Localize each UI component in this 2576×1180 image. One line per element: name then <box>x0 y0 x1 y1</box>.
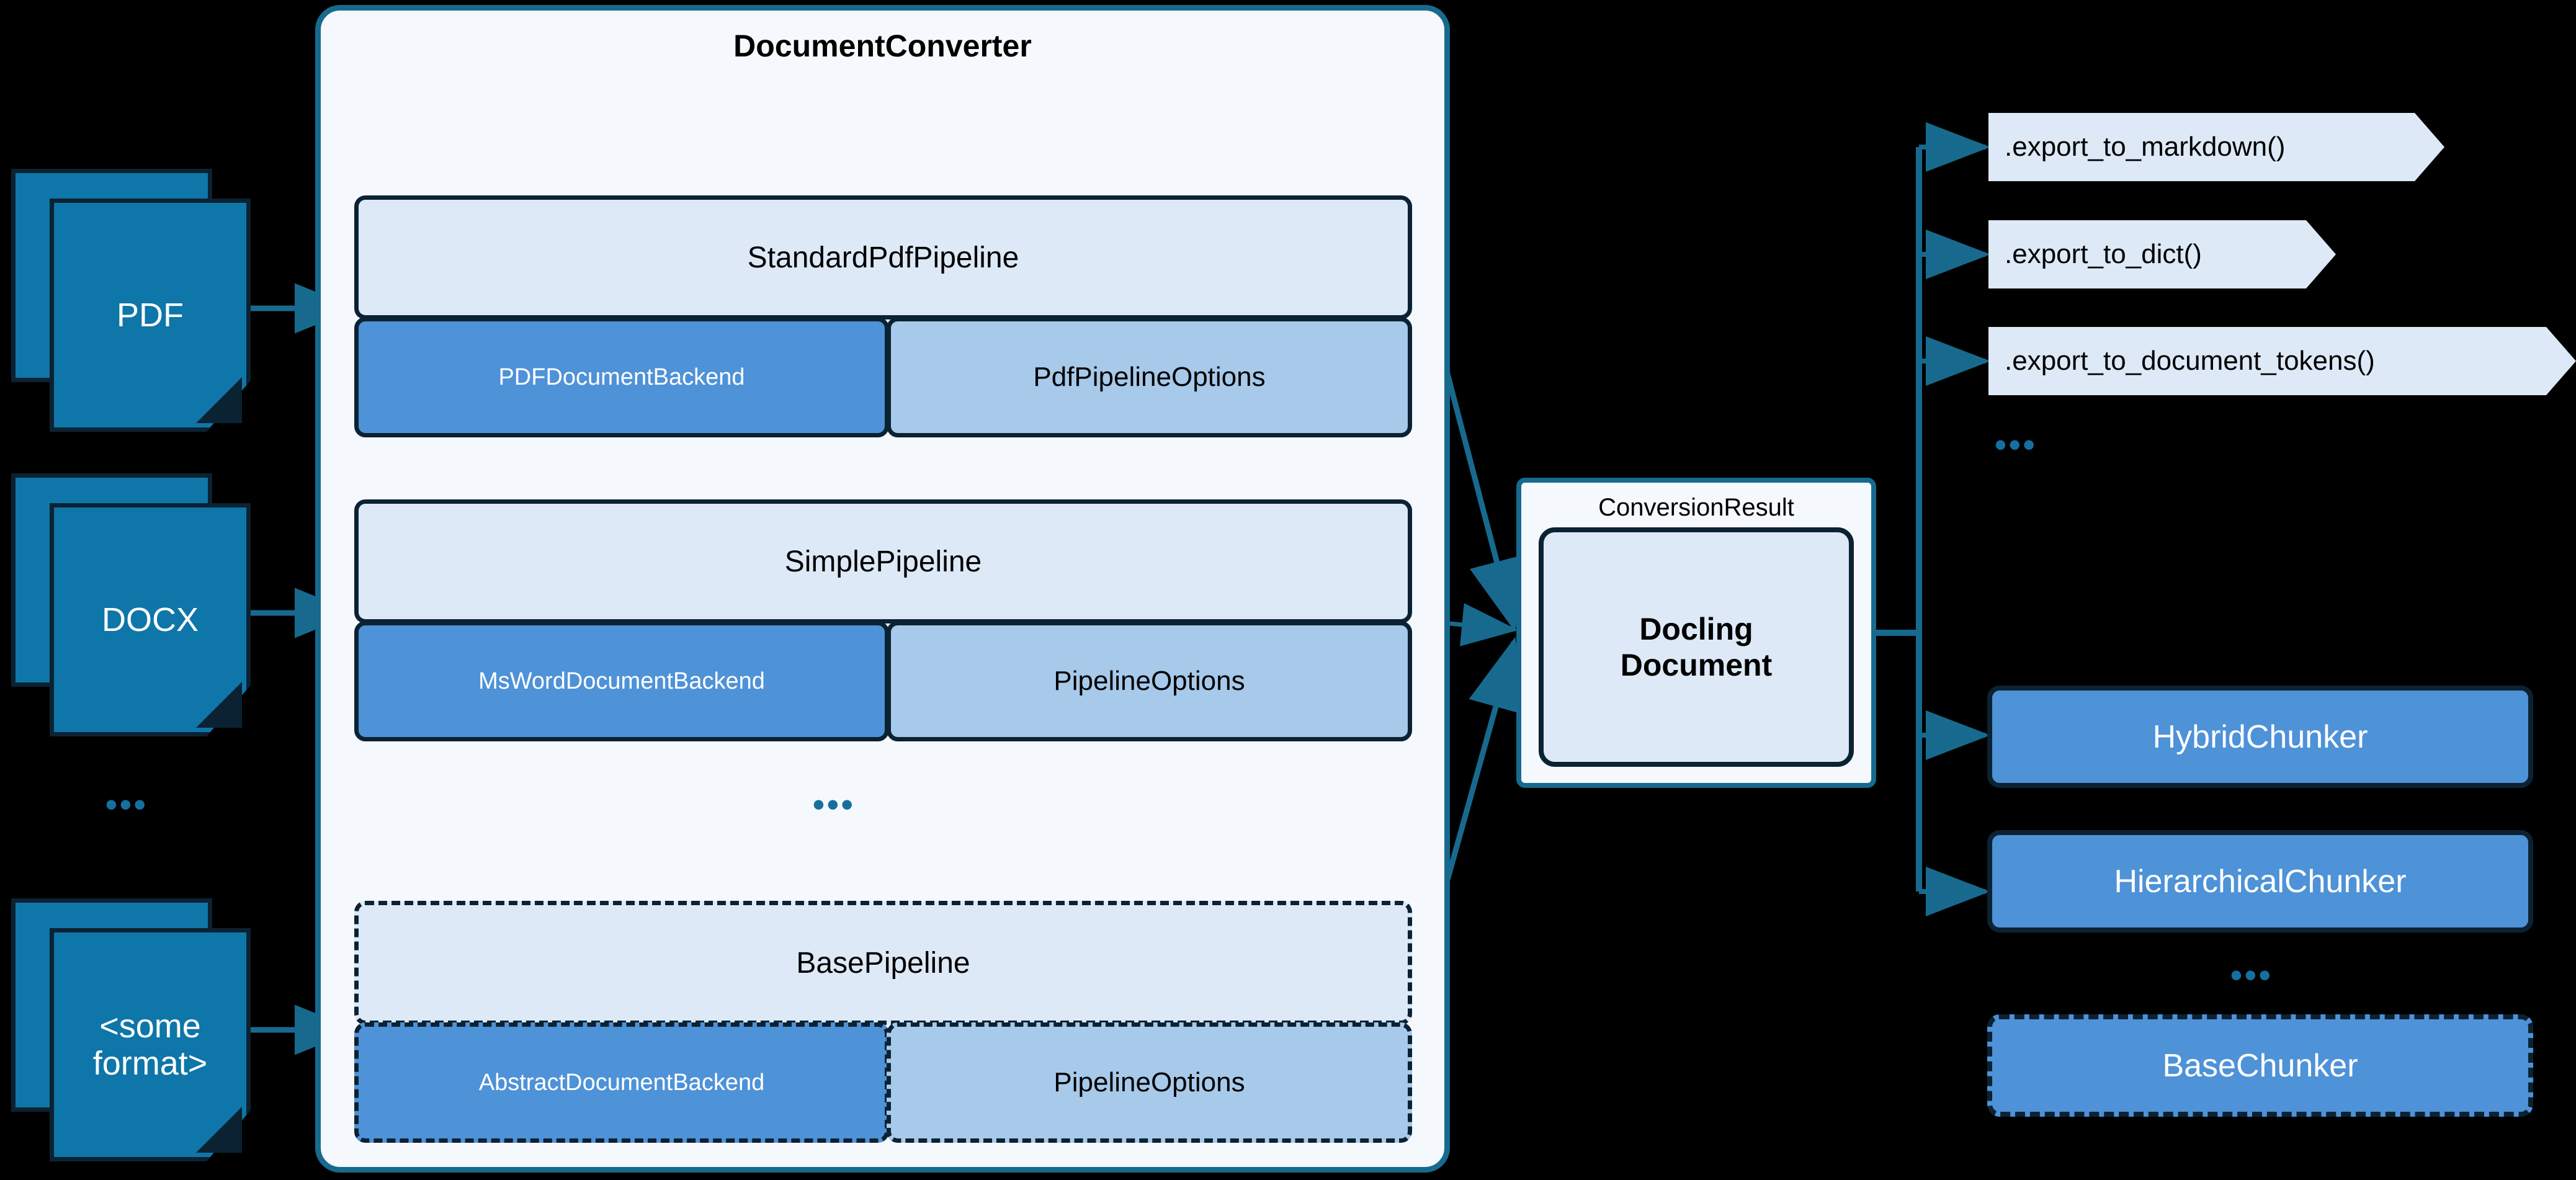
input-doc-docx[interactable]: DOCX <box>11 473 259 736</box>
docling-document-box[interactable]: Docling Document <box>1539 527 1854 767</box>
page-fold-icon <box>196 377 242 423</box>
pipeline-header-standard-pdf[interactable]: StandardPdfPipeline <box>354 195 1412 320</box>
input-list-ellipsis: ••• <box>105 786 148 823</box>
pipeline-group-base: BasePipeline AbstractDocumentBackend Pip… <box>354 901 1412 1143</box>
page-fold-icon <box>196 1107 242 1153</box>
input-doc-some-format[interactable]: <some format> <box>11 898 259 1161</box>
pipeline-list-ellipsis: ••• <box>813 786 856 823</box>
pipeline-group-standard-pdf: StandardPdfPipeline PDFDocumentBackend P… <box>354 195 1412 437</box>
pipeline-header-simple[interactable]: SimplePipeline <box>354 499 1412 624</box>
input-doc-some-format-label: <some format> <box>93 1008 208 1083</box>
options-box-pdf-pipeline-options[interactable]: PdfPipelineOptions <box>887 317 1412 437</box>
some-format-line-2: format> <box>92 1045 208 1082</box>
doc-front-sheet: <some format> <box>50 928 251 1161</box>
export-chevron-document-tokens[interactable]: .export_to_document_tokens() <box>1988 327 2576 395</box>
backend-box-abstract-document-backend[interactable]: AbstractDocumentBackend <box>354 1022 889 1143</box>
chunker-box-base[interactable]: BaseChunker <box>1987 1014 2533 1117</box>
pipeline-group-simple: SimplePipeline MsWordDocumentBackend Pip… <box>354 499 1412 741</box>
document-converter-panel: DocumentConverter StandardPdfPipeline PD… <box>315 5 1450 1173</box>
doc-front-sheet: DOCX <box>50 503 251 736</box>
input-doc-pdf-label: PDF <box>117 296 184 334</box>
some-format-line-1: <some <box>99 1007 201 1045</box>
chunker-box-hybrid[interactable]: HybridChunker <box>1987 686 2533 788</box>
backend-box-pdf-document-backend[interactable]: PDFDocumentBackend <box>354 317 889 437</box>
page-fold-icon <box>196 682 242 728</box>
export-chevron-dict[interactable]: .export_to_dict() <box>1988 220 2336 288</box>
docling-document-line-1: Docling <box>1639 612 1753 646</box>
input-doc-pdf[interactable]: PDF <box>11 169 259 432</box>
pipeline-header-base[interactable]: BasePipeline <box>354 901 1412 1025</box>
conversion-result-label: ConversionResult <box>1598 494 1794 521</box>
conversion-result-box: ConversionResult Docling Document <box>1516 478 1876 788</box>
input-doc-docx-label: DOCX <box>101 601 199 638</box>
doc-front-sheet: PDF <box>50 199 251 432</box>
page-title: DocumentConverter <box>733 29 1032 63</box>
options-box-pipeline-options-base[interactable]: PipelineOptions <box>887 1022 1412 1143</box>
options-box-pipeline-options-simple[interactable]: PipelineOptions <box>887 621 1412 741</box>
docling-document-label: Docling Document <box>1621 611 1772 683</box>
docling-document-line-2: Document <box>1620 648 1773 682</box>
chunker-list-ellipsis: ••• <box>2230 957 2273 994</box>
backend-box-msword-document-backend[interactable]: MsWordDocumentBackend <box>354 621 889 741</box>
export-list-ellipsis: ••• <box>1995 426 2037 463</box>
export-chevron-markdown[interactable]: .export_to_markdown() <box>1988 113 2444 181</box>
chunker-box-hierarchical[interactable]: HierarchicalChunker <box>1987 830 2533 932</box>
